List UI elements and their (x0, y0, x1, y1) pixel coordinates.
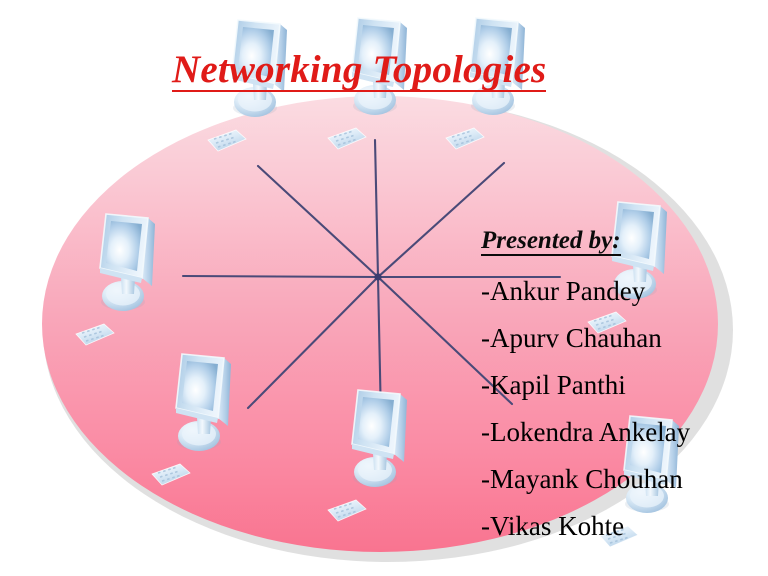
link-horizontal-left (181, 274, 380, 279)
link-vertical-up (373, 138, 380, 279)
list-item: -Lokendra Ankelay (481, 417, 691, 448)
list-item: -Mayank Chouhan (481, 464, 683, 495)
link-diag-down-right (376, 275, 514, 406)
link-diag-up-left (256, 164, 380, 279)
link-diag-up-right (376, 161, 506, 279)
topology-hub (374, 273, 382, 281)
list-item: -Ankur Pandey (481, 276, 646, 307)
list-item: -Kapil Panthi (481, 370, 626, 401)
page-title: Networking Topologies (172, 48, 547, 92)
list-item: -Vikas Kohte (481, 511, 625, 542)
presented-by-heading: Presented by: (481, 227, 621, 257)
link-diag-down-left (246, 275, 380, 410)
list-item: -Apurv Chauhan (481, 323, 662, 354)
presenter-block: Presented by: -Ankur Pandey -Apurv Chauh… (481, 227, 768, 550)
presenter-name-list: -Ankur Pandey -Apurv Chauhan -Kapil Pant… (481, 268, 768, 550)
